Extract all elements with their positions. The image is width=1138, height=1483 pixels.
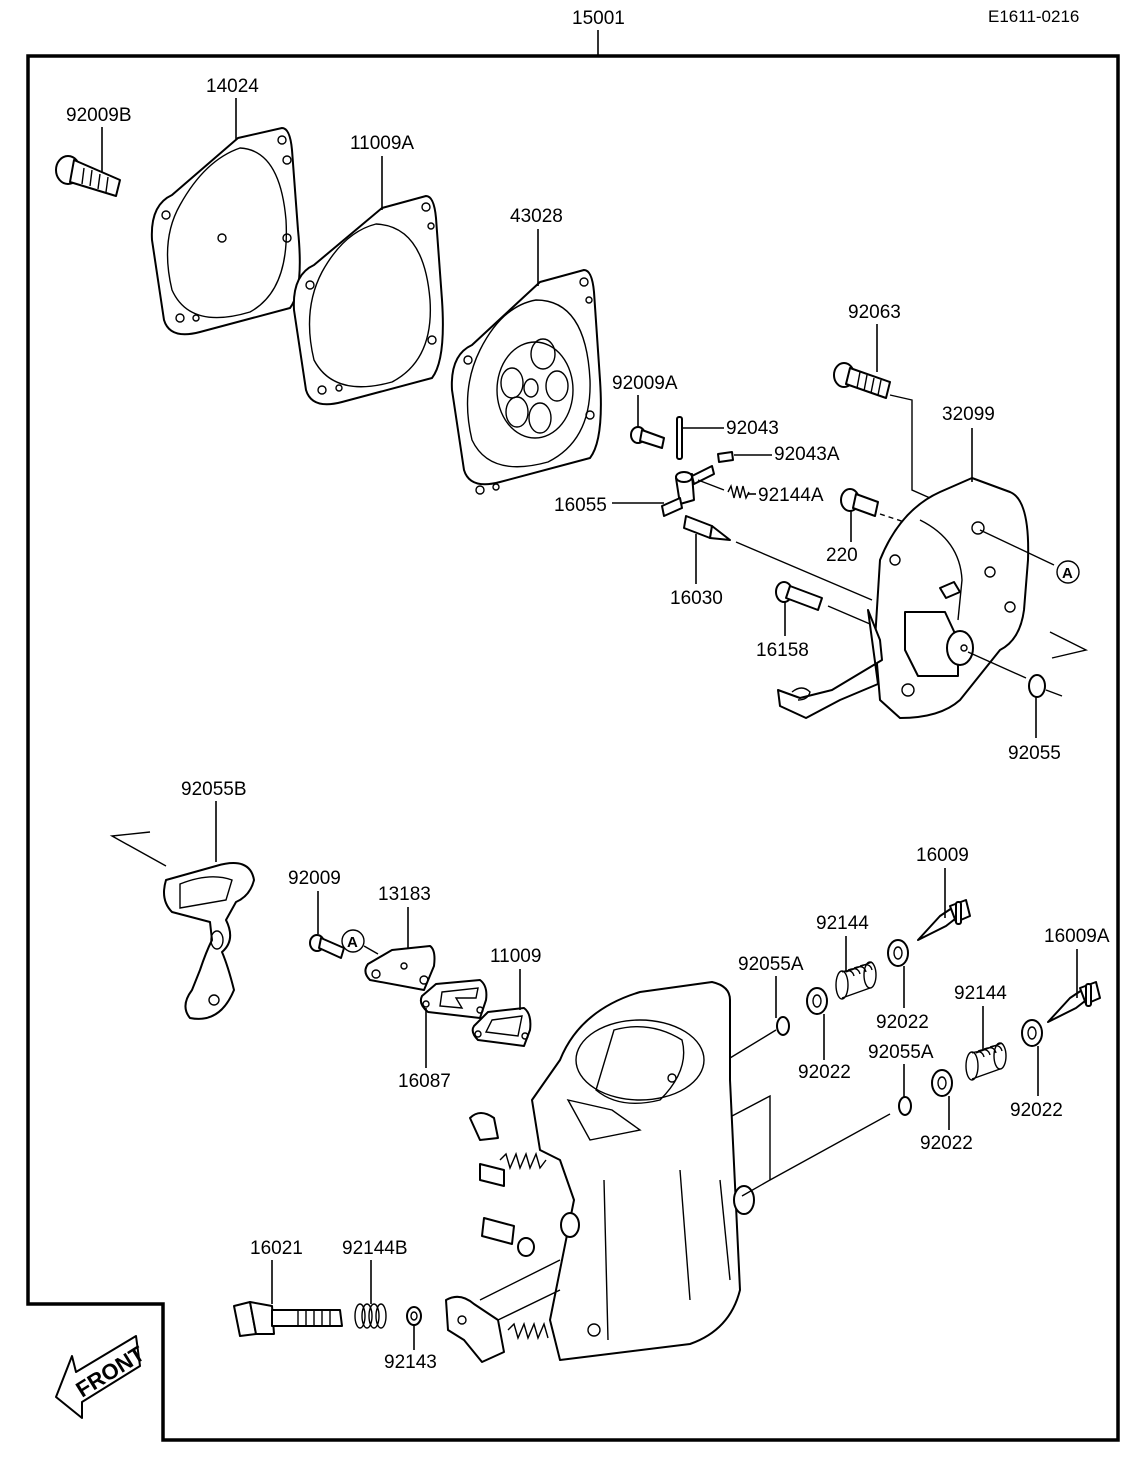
mixture-needle-16009[interactable] [917, 899, 971, 941]
o-ring-92055A-1[interactable] [776, 1016, 790, 1036]
bolt-92009B[interactable] [55, 155, 121, 197]
washer-92022-1[interactable] [806, 987, 828, 1015]
gasket-11009A[interactable] [292, 195, 444, 406]
label-16021[interactable]: 16021 [250, 1238, 303, 1259]
washer-92022-3[interactable] [931, 1069, 953, 1097]
screen-16087[interactable] [419, 979, 488, 1019]
label-92022-2[interactable]: 92022 [876, 1012, 929, 1033]
screw-92009A[interactable] [630, 426, 665, 449]
washer-92022-4[interactable] [1021, 1019, 1043, 1047]
pin-92043A[interactable] [717, 451, 734, 463]
collar-92143[interactable] [406, 1306, 422, 1326]
idle-screw-16021[interactable] [233, 1301, 343, 1337]
screw-16158[interactable] [775, 581, 823, 611]
label-92144B[interactable]: 92144B [342, 1238, 408, 1259]
label-16009A[interactable]: 16009A [1044, 926, 1110, 947]
spring-92144-1[interactable] [835, 961, 877, 1000]
label-220[interactable]: 220 [826, 545, 858, 566]
label-13183[interactable]: 13183 [378, 884, 431, 905]
cover-14024[interactable] [150, 127, 301, 336]
label-92055A-1[interactable]: 92055A [738, 954, 804, 975]
label-92055B[interactable]: 92055B [181, 779, 247, 800]
label-15001[interactable]: 15001 [572, 8, 625, 29]
front-direction-arrow: FRONT [55, 1335, 149, 1419]
label-92144A[interactable]: 92144A [758, 485, 824, 506]
label-14024[interactable]: 14024 [206, 76, 259, 97]
reference-marker-A-lower: A [341, 929, 365, 953]
plate-13183[interactable] [364, 945, 436, 991]
label-16055[interactable]: 16055 [554, 495, 607, 516]
spring-92144A[interactable] [727, 483, 750, 501]
label-92063[interactable]: 92063 [848, 302, 901, 323]
spring-92144-2[interactable] [965, 1042, 1007, 1081]
needle-valve-16030[interactable] [683, 515, 731, 541]
label-16030[interactable]: 16030 [670, 588, 723, 609]
label-92144-2[interactable]: 92144 [954, 983, 1007, 1004]
label-92043A[interactable]: 92043A [774, 444, 840, 465]
label-92055[interactable]: 92055 [1008, 743, 1061, 764]
gasket-11009[interactable] [471, 1007, 532, 1047]
label-92043[interactable]: 92043 [726, 418, 779, 439]
svg-text:A: A [1062, 565, 1073, 582]
label-16009[interactable]: 16009 [916, 845, 969, 866]
pin-92043[interactable] [676, 416, 683, 460]
diaphragm-43028[interactable] [450, 269, 602, 495]
pump-body-32099[interactable] [777, 477, 1030, 719]
o-ring-92055A-2[interactable] [898, 1096, 912, 1116]
label-92144-1[interactable]: 92144 [816, 913, 869, 934]
label-16087[interactable]: 16087 [398, 1071, 451, 1092]
spring-92144B[interactable] [354, 1303, 387, 1329]
svg-text:A: A [347, 934, 358, 951]
label-11009[interactable]: 11009 [490, 946, 541, 967]
reference-marker-A-upper: A [1056, 560, 1080, 584]
label-92143[interactable]: 92143 [384, 1352, 437, 1373]
label-92009[interactable]: 92009 [288, 868, 341, 889]
drawing-code: E1611-0216 [988, 7, 1079, 26]
label-16158[interactable]: 16158 [756, 640, 809, 661]
label-92055A-2[interactable]: 92055A [868, 1042, 934, 1063]
washer-92022-2[interactable] [887, 939, 909, 967]
continuation-arrow-right [1049, 631, 1089, 659]
label-92009A[interactable]: 92009A [612, 373, 678, 394]
label-11009A[interactable]: 11009A [350, 133, 414, 154]
o-ring-92055[interactable] [1028, 674, 1046, 698]
label-92022-3[interactable]: 92022 [920, 1133, 973, 1154]
gasket-92055B[interactable] [163, 862, 255, 1020]
label-32099[interactable]: 32099 [942, 404, 995, 425]
assembly-frame [26, 54, 1120, 1442]
screw-92063[interactable] [833, 362, 891, 399]
continuation-arrow-left [109, 831, 167, 867]
carburetor-body [445, 981, 755, 1363]
label-43028[interactable]: 43028 [510, 206, 563, 227]
lever-16055[interactable] [661, 465, 715, 517]
screw-220[interactable] [840, 488, 879, 517]
mixture-needle-16009A[interactable] [1047, 981, 1101, 1023]
label-92022-4[interactable]: 92022 [1010, 1100, 1063, 1121]
label-92009B[interactable]: 92009B [66, 105, 132, 126]
screw-92009[interactable] [309, 934, 345, 959]
label-92022-1[interactable]: 92022 [798, 1062, 851, 1083]
